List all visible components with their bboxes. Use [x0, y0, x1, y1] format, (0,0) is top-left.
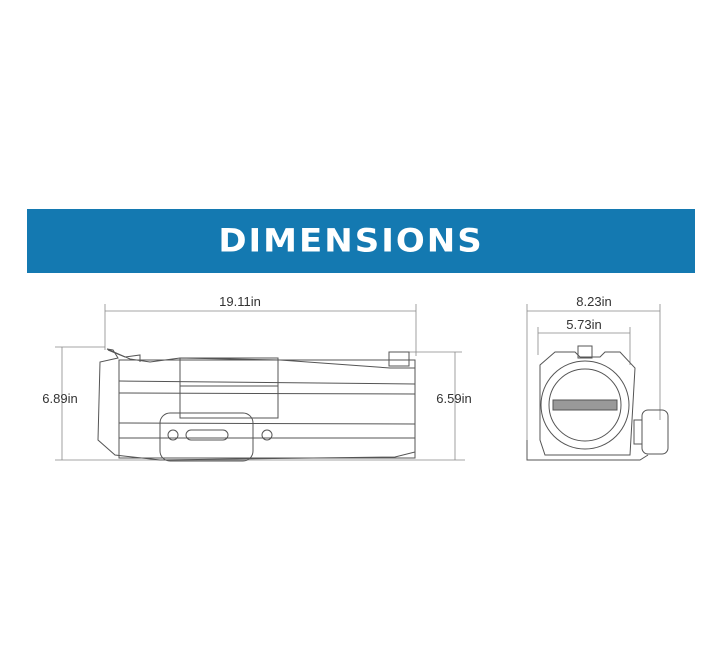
mount-foot [526, 440, 649, 461]
drum-width-label: 5.73in [566, 317, 601, 332]
drum-ring [540, 360, 630, 450]
length-label: 19.11in [219, 294, 261, 309]
height-left-label: 6.89in [42, 391, 77, 406]
fairlead-bolt [167, 429, 179, 441]
dimensions-banner: DIMENSIONS [27, 209, 695, 273]
top-terminal [577, 345, 593, 359]
overall-width-label: 8.23in [576, 294, 611, 309]
end-housing [539, 351, 636, 456]
drum-cover [179, 357, 279, 419]
height-right-label: 6.59in [436, 391, 471, 406]
winch-body-outline [97, 348, 416, 461]
end-view [526, 304, 669, 461]
length-dimension-line [55, 304, 465, 461]
width-dimension-lines [526, 304, 661, 445]
fairlead [159, 412, 254, 462]
cable-clip [107, 349, 141, 362]
banner-title: DIMENSIONS [218, 222, 484, 260]
terminal-post [388, 351, 410, 367]
brand-plate [552, 399, 618, 411]
side-view [55, 304, 465, 462]
winch-housing [118, 359, 416, 459]
motor-end [641, 409, 669, 455]
fairlead-bolt [261, 429, 273, 441]
